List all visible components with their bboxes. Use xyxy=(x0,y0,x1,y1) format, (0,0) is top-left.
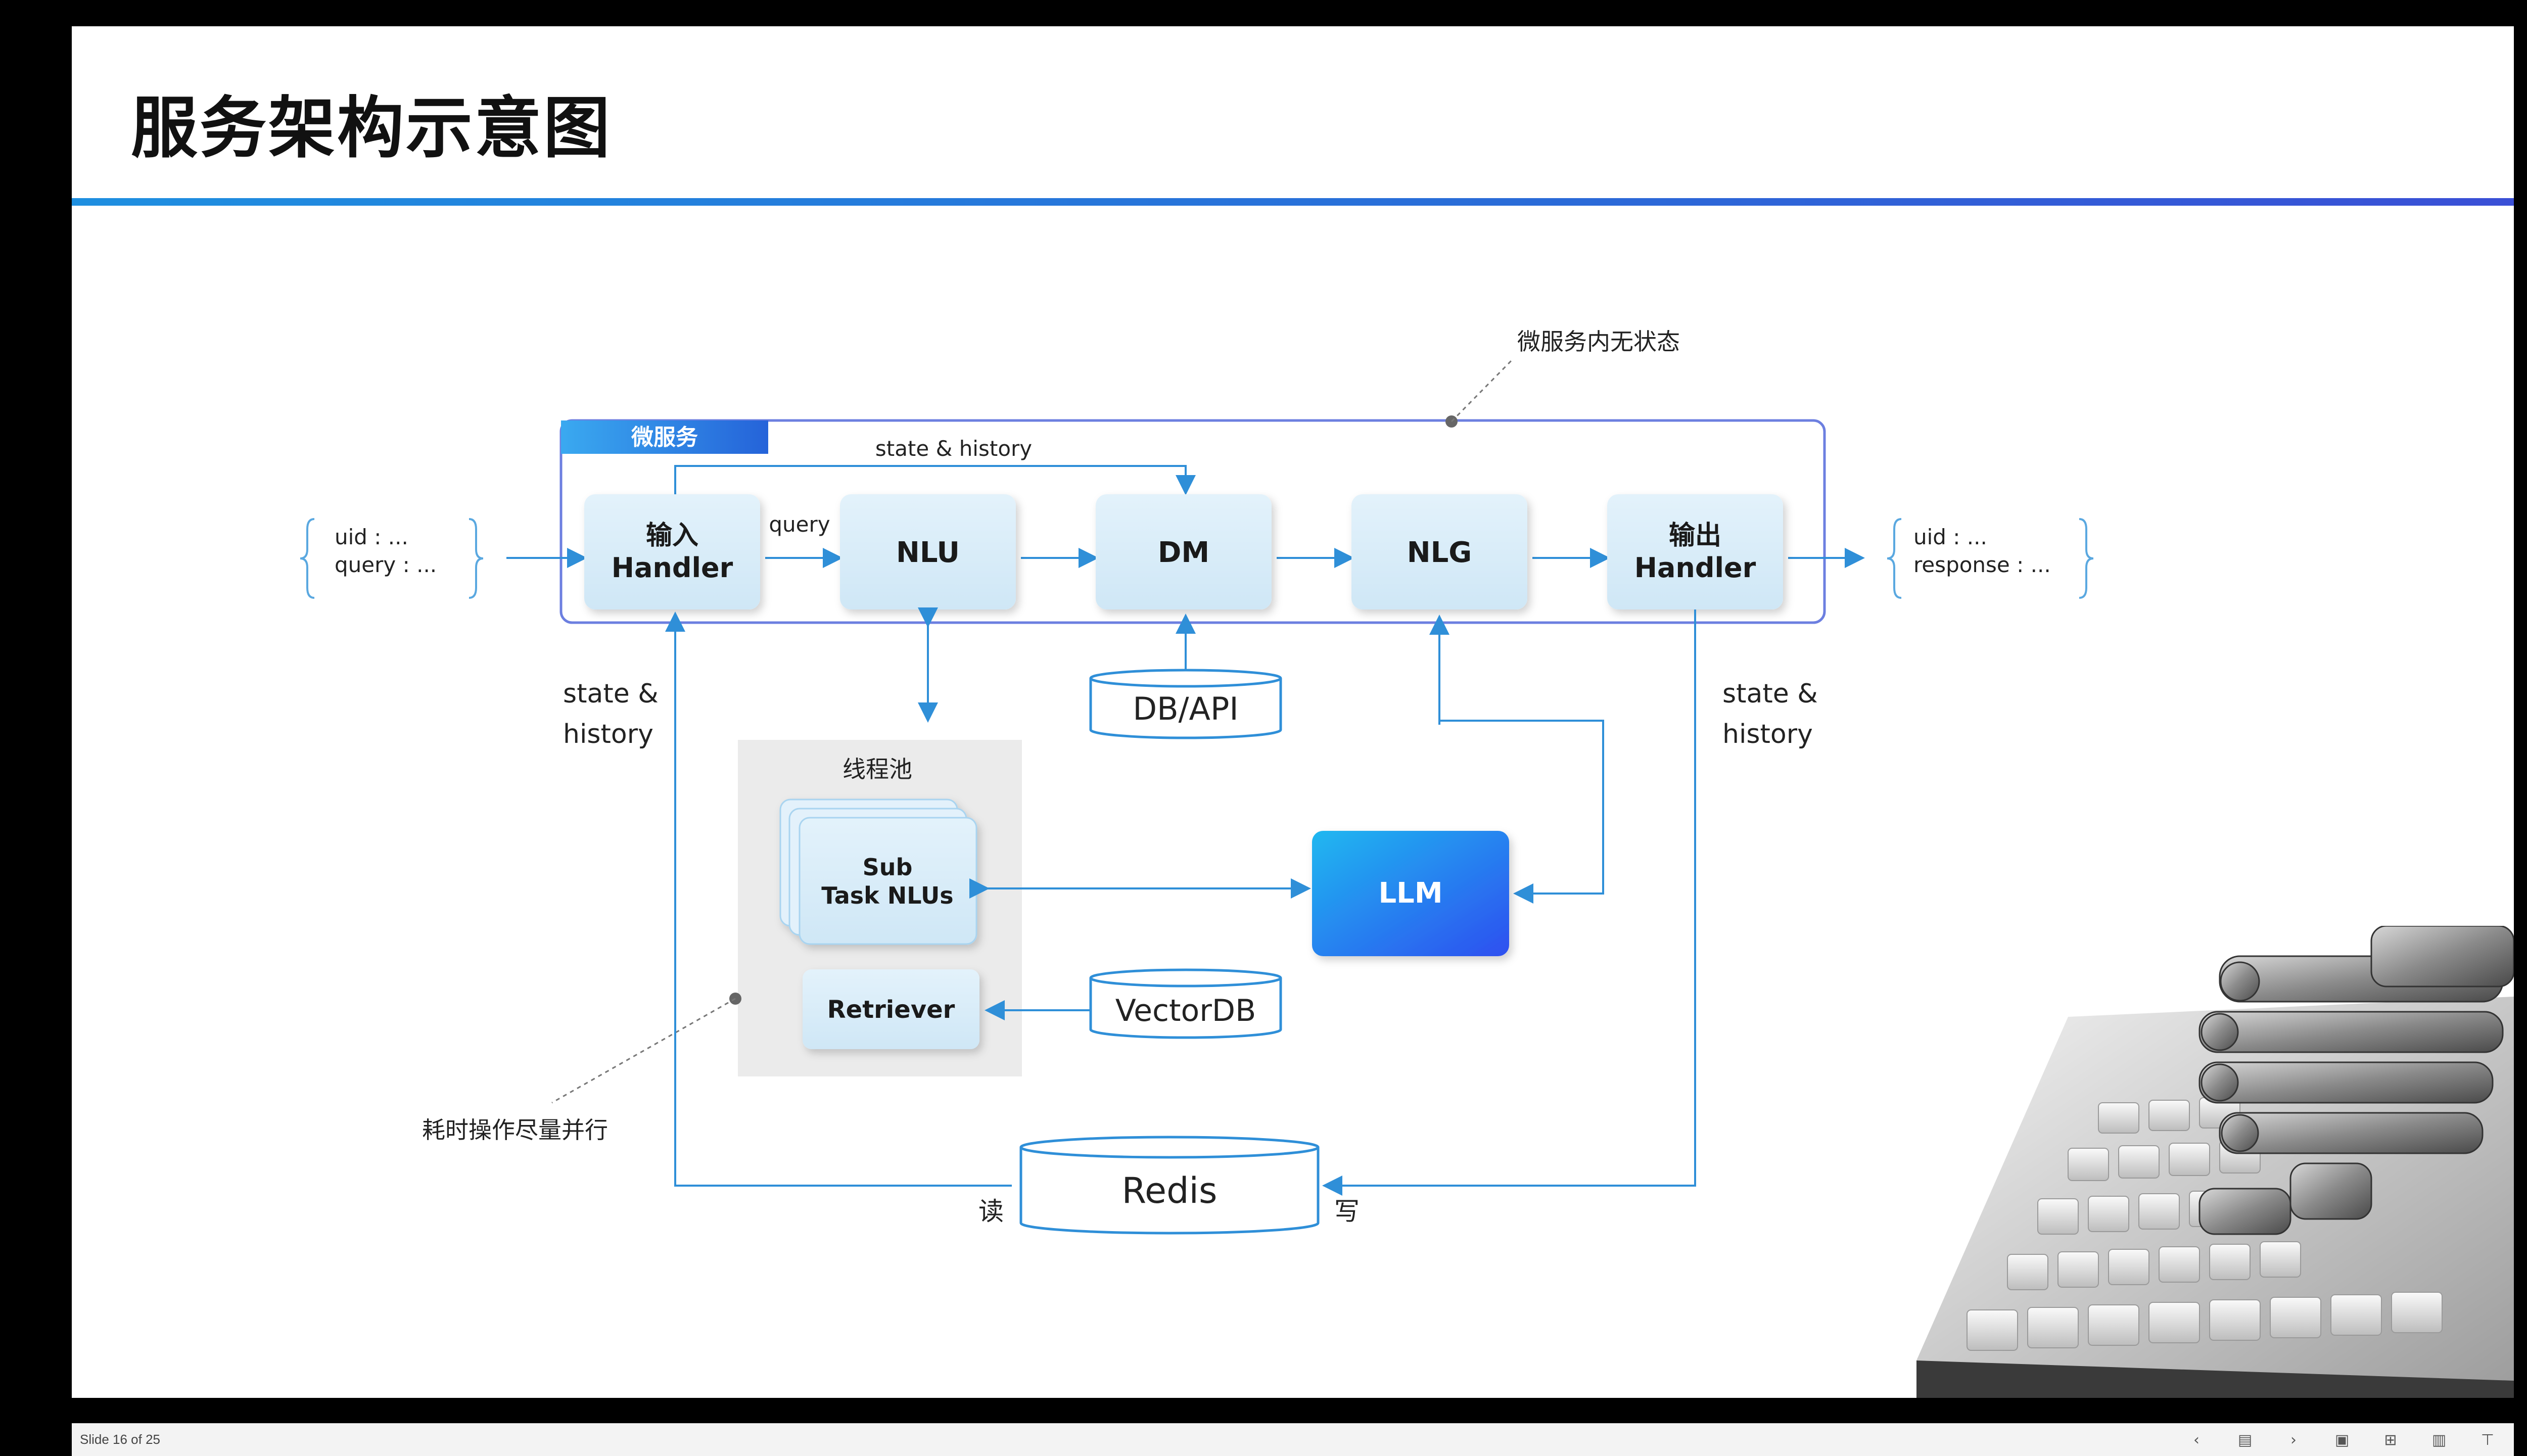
slide-title: 服务架构示意图 xyxy=(131,89,612,167)
subtask-label-2: Task NLUs xyxy=(821,882,953,909)
redis-store xyxy=(1019,1136,1320,1235)
nlg-label: NLG xyxy=(1407,536,1472,569)
output-handler-node xyxy=(1607,494,1783,609)
output-handler-label-2: Handler xyxy=(1634,552,1756,584)
subtask-nlus-node xyxy=(799,817,977,945)
slideshow-icon[interactable]: ⊤ xyxy=(2481,1431,2495,1449)
title-underline xyxy=(72,198,2514,206)
vectordb-label: VectorDB xyxy=(1115,993,1256,1028)
parallel-note: 耗时操作尽量并行 xyxy=(422,1116,608,1144)
slide-menu-icon[interactable]: ▤ xyxy=(2237,1431,2253,1449)
stateless-note: 微服务内无状态 xyxy=(1517,328,1680,355)
reading-view-icon[interactable]: ▥ xyxy=(2431,1431,2447,1449)
retriever-node xyxy=(803,969,979,1049)
output-handler-label-1: 输出 xyxy=(1669,521,1721,551)
nlu-label: NLU xyxy=(896,536,960,569)
state-history-top-label: state & history xyxy=(875,436,1032,461)
nlu-node xyxy=(840,494,1016,609)
architecture-diagram: 微服务 微服务内无状态 uid : ... query : ... uid : … xyxy=(300,328,2094,1235)
nlg-node xyxy=(1351,494,1527,609)
llm-node xyxy=(1312,831,1509,956)
microservice-tag xyxy=(561,420,768,454)
dm-label: DM xyxy=(1158,536,1209,569)
read-label: 读 xyxy=(978,1197,1004,1226)
robot-keyboard-image xyxy=(1916,926,2514,1398)
vectordb-store xyxy=(1089,968,1282,1039)
input-query: query : ... xyxy=(335,552,437,577)
input-handler-label-2: Handler xyxy=(612,552,733,584)
input-uid: uid : ... xyxy=(335,525,408,549)
input-handler-node xyxy=(584,494,760,609)
state-history-right-2: history xyxy=(1722,719,1813,749)
db-api-label: DB/API xyxy=(1133,690,1238,727)
write-label: 写 xyxy=(1334,1197,1360,1226)
query-edge-label: query xyxy=(769,512,830,537)
output-response: response : ... xyxy=(1913,552,2051,577)
db-api-store xyxy=(1089,669,1282,739)
previous-slide-icon[interactable]: ‹ xyxy=(2193,1431,2200,1449)
next-slide-icon[interactable]: › xyxy=(2290,1431,2297,1449)
redis-label: Redis xyxy=(1122,1170,1218,1211)
thread-pool-label: 线程池 xyxy=(843,756,912,783)
state-history-left-1: state & xyxy=(563,679,659,709)
state-history-left-2: history xyxy=(563,719,653,749)
normal-view-icon[interactable]: ▣ xyxy=(2334,1431,2350,1449)
retriever-label: Retriever xyxy=(827,996,955,1024)
slide-sorter-icon[interactable]: ⊞ xyxy=(2384,1431,2397,1449)
llm-label: LLM xyxy=(1378,877,1442,910)
input-handler-label-1: 输入 xyxy=(646,521,698,551)
slide-counter: Slide 16 of 25 xyxy=(80,1432,161,1447)
slide: 服务架构示意图 微服务 xyxy=(72,26,2514,1398)
output-uid: uid : ... xyxy=(1913,525,1987,549)
subtask-label-1: Sub xyxy=(863,854,913,881)
dm-node xyxy=(1096,494,1272,609)
state-history-right-1: state & xyxy=(1722,679,1818,709)
microservice-tag-label: 微服务 xyxy=(631,425,698,450)
status-bar: Slide 16 of 25 ‹ ▤ › ▣ ⊞ ▥ ⊤ xyxy=(72,1423,2514,1456)
